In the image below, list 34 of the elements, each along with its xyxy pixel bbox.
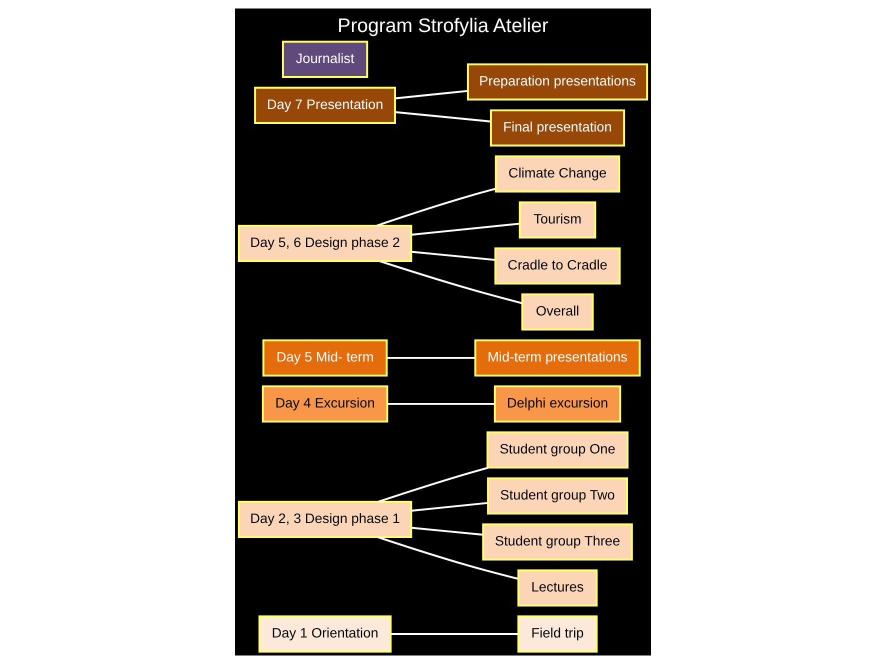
connector	[410, 526, 483, 536]
connector	[390, 632, 518, 635]
connector	[410, 502, 488, 512]
connector	[410, 222, 520, 236]
node-box: Student group Two	[486, 477, 628, 515]
node-box: Journalist	[281, 40, 368, 78]
connector	[410, 250, 495, 261]
connector	[378, 260, 522, 304]
node-box: Field trip	[516, 615, 598, 653]
node-box: Tourism	[518, 201, 596, 239]
node-box: Mid-term presentations	[474, 339, 640, 377]
node-box: Day 7 Presentation	[254, 86, 396, 124]
node-box: Delphi excursion	[493, 385, 621, 423]
node-box: Day 1 Orientation	[258, 615, 392, 653]
node-box: Overall	[520, 293, 594, 331]
connector	[376, 188, 496, 227]
node-box: Day 4 Excursion	[261, 385, 388, 423]
node-box: Day 5 Mid- term	[262, 339, 388, 377]
connector	[394, 111, 490, 122]
node-box: Climate Change	[494, 155, 620, 193]
connector	[376, 536, 518, 580]
node-box: Preparation presentations	[466, 63, 648, 100]
node-box: Cradle to Cradle	[494, 247, 620, 285]
node-box: Lectures	[516, 569, 598, 607]
diagram-title: Program Strofylia Atelier	[337, 14, 548, 37]
node-box: Final presentation	[489, 109, 625, 147]
connector	[394, 90, 468, 100]
connector	[387, 402, 494, 405]
connector	[378, 466, 488, 503]
node-box: Student group One	[486, 431, 628, 469]
node-box: Student group Three	[482, 523, 632, 561]
node-box: Day 5, 6 Design phase 2	[237, 224, 412, 262]
node-box: Day 2, 3 Design phase 1	[237, 500, 412, 538]
connector	[386, 356, 474, 359]
